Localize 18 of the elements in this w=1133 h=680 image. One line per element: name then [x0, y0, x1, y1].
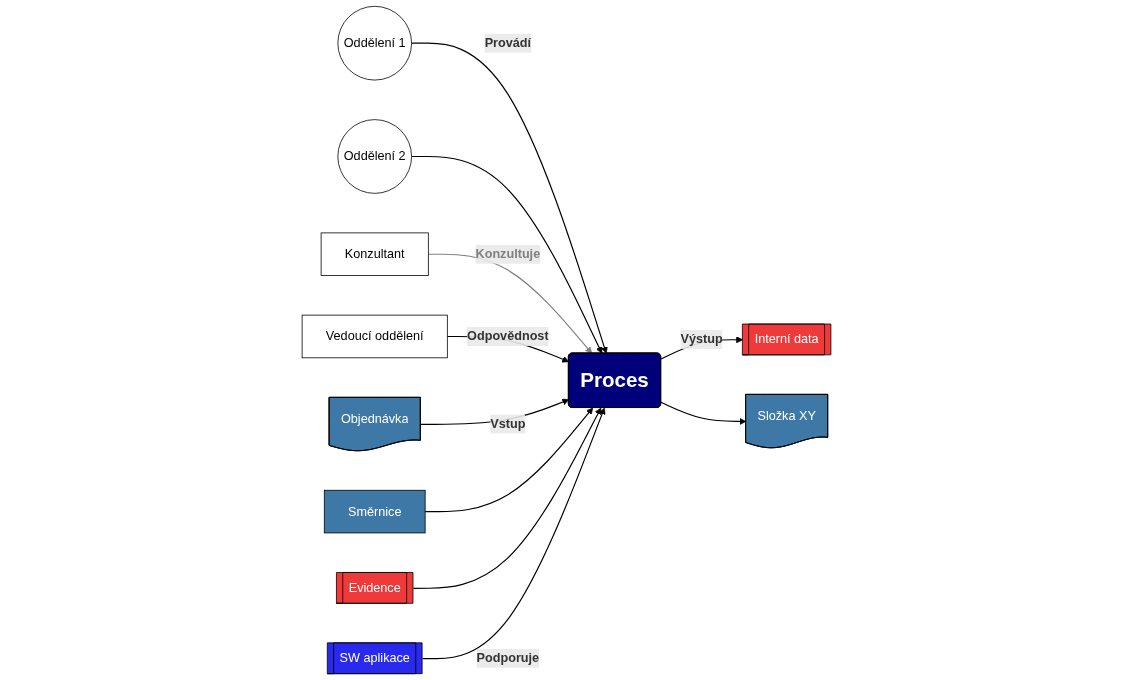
edge-label: Výstup [680, 332, 723, 346]
arrow [427, 253, 593, 354]
node-box: Vedoucí oddělení [301, 314, 448, 359]
node-box: Konzultant [320, 232, 429, 276]
node-circle: Oddělení 2 [337, 119, 412, 194]
arrow [411, 42, 608, 354]
arrow [411, 155, 603, 354]
edge-label: Vstup [490, 416, 526, 431]
arrow [660, 401, 747, 425]
edge-label: Provádí [484, 36, 532, 50]
arrow [412, 407, 602, 589]
edge-label: Podporuje [476, 651, 540, 665]
arrow [421, 407, 606, 660]
node-box: Směrnice [323, 489, 426, 534]
edge-label: Odpovědnost [467, 329, 549, 343]
arrow [424, 407, 594, 513]
node-circle: Oddělení 1 [337, 5, 412, 81]
edge-label: Konzultuje [475, 247, 541, 261]
